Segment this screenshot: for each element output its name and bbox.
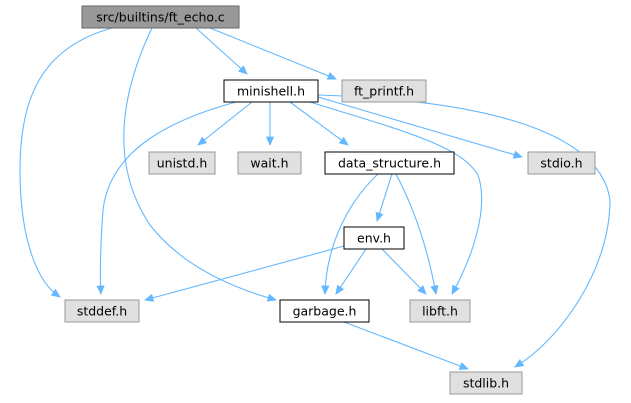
node-label: stdlib.h — [463, 376, 509, 391]
node-stdio-h[interactable]: stdio.h — [527, 151, 596, 175]
node-env-h[interactable]: env.h — [343, 226, 405, 250]
edges-layer — [19, 27, 611, 370]
edge-arrowhead — [335, 284, 345, 295]
edge-env-to-libft — [381, 248, 427, 295]
edge-arrowhead — [512, 150, 523, 159]
node-label: stdio.h — [540, 156, 582, 171]
edge-arrowhead — [458, 362, 469, 370]
node-ft-echo-c[interactable]: src/builtins/ft_echo.c — [81, 5, 240, 29]
edge-arrowhead — [265, 136, 275, 146]
edge-arrowhead — [238, 65, 248, 75]
edge-ft-echo-to-stddef — [19, 27, 113, 298]
node-label: unistd.h — [157, 156, 208, 171]
node-stdlib-h[interactable]: stdlib.h — [449, 371, 523, 395]
node-minishell-h[interactable]: minishell.h — [223, 79, 319, 103]
edge-minishell-to-data-structure — [289, 101, 349, 146]
node-label: wait.h — [250, 156, 288, 171]
node-label: garbage.h — [293, 304, 357, 319]
edge-minishell-to-libft — [309, 101, 483, 295]
edge-data-structure-to-garbage — [324, 173, 379, 295]
node-label: minishell.h — [237, 84, 305, 99]
edge-ft-echo-to-minishell — [195, 27, 248, 75]
node-stddef-h[interactable]: stddef.h — [64, 299, 140, 323]
node-ft-printf-h[interactable]: ft_printf.h — [341, 79, 427, 103]
node-label: env.h — [357, 231, 391, 246]
edge-arrowhead — [417, 285, 427, 295]
edge-arrowhead — [144, 293, 155, 302]
node-data-structure-h[interactable]: data_structure.h — [324, 151, 455, 175]
edge-minishell-to-unistd — [197, 101, 253, 146]
edge-garbage-to-stdlib — [343, 321, 469, 370]
edge-arrowhead — [266, 293, 277, 302]
edge-arrowhead — [430, 284, 439, 295]
edge-ft-echo-to-ft-printf — [209, 27, 337, 80]
node-libft-h[interactable]: libft.h — [409, 299, 471, 323]
edge-arrowhead — [326, 72, 337, 80]
node-wait-h[interactable]: wait.h — [237, 151, 302, 175]
edge-arrowhead — [514, 359, 525, 368]
node-label: stddef.h — [77, 304, 127, 319]
edge-ft-echo-to-garbage — [123, 27, 277, 301]
edge-minishell-to-stdio — [317, 96, 523, 158]
edge-minishell-to-stdlib — [317, 94, 611, 368]
edge-arrowhead — [197, 136, 208, 146]
edge-arrowhead — [321, 285, 330, 295]
node-unistd-h[interactable]: unistd.h — [148, 151, 216, 175]
edge-arrowhead — [50, 288, 61, 298]
edge-minishell-to-stddef — [99, 101, 237, 295]
node-label: ft_printf.h — [354, 84, 414, 99]
edge-arrowhead — [338, 136, 349, 146]
edge-arrowhead — [451, 284, 460, 295]
edge-arrowhead — [96, 285, 105, 295]
node-garbage-h[interactable]: garbage.h — [279, 299, 370, 323]
node-label: data_structure.h — [338, 156, 441, 171]
node-label: libft.h — [422, 304, 458, 319]
edge-data-structure-to-libft — [395, 173, 437, 295]
edge-env-to-garbage — [335, 248, 367, 295]
node-label: src/builtins/ft_echo.c — [96, 10, 225, 25]
edge-env-to-stddef — [144, 245, 345, 301]
edge-arrowhead — [375, 211, 384, 222]
